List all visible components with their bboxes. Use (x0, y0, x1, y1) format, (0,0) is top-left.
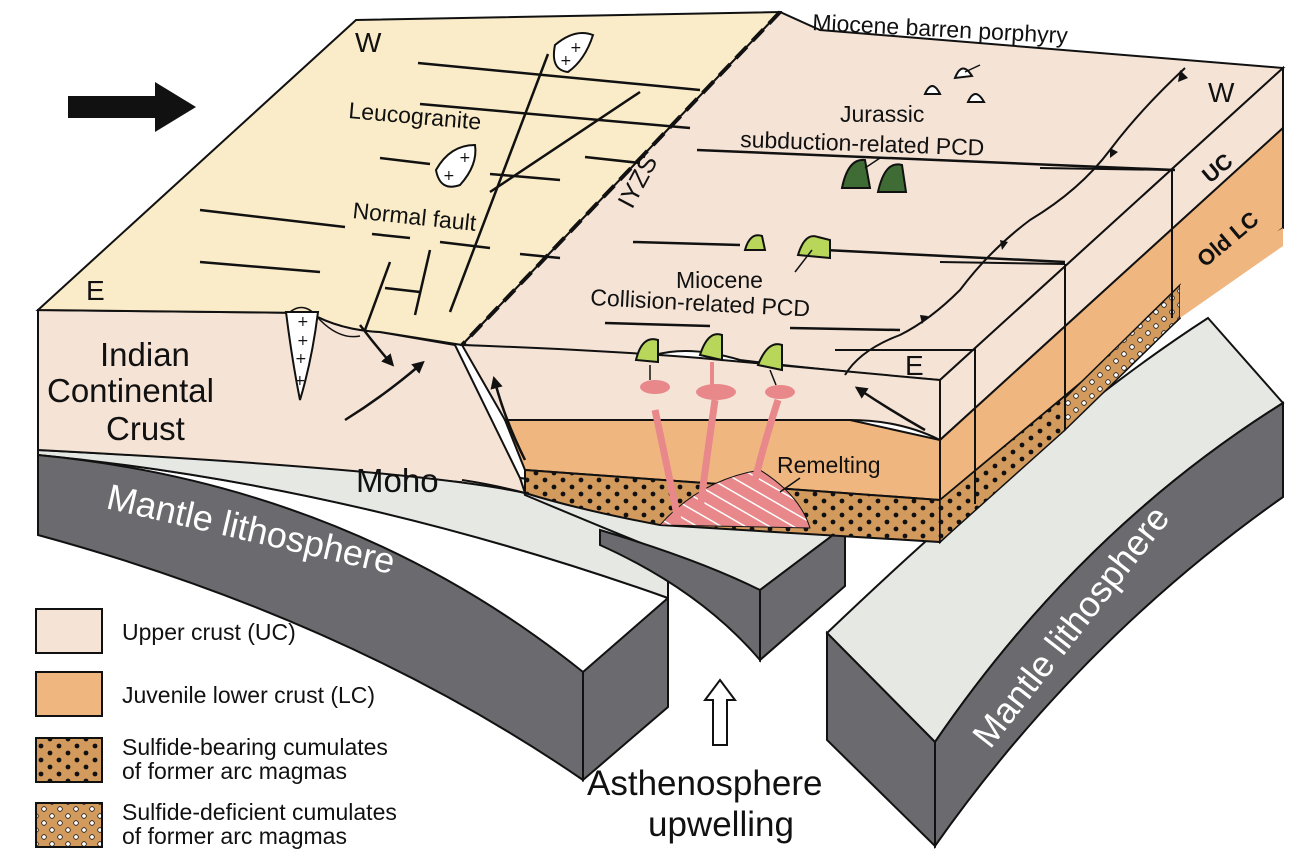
miocene-pcd-bodies (634, 234, 831, 372)
legend-swatch-lower-crust (35, 671, 103, 717)
svg-text:+: + (443, 168, 455, 184)
legend: Upper crust (UC) Juvenile lower crust (L… (35, 608, 397, 849)
thrust-teeth (920, 70, 1188, 324)
iyzs-suture-line (460, 10, 782, 347)
legend-label-sulfide-bearing-2: of former arc magmas (122, 758, 347, 784)
leucogranite-body-2 (434, 143, 477, 188)
fault-slip-arrow-4-icon (854, 386, 926, 432)
leucogranite-bodies: + + + + + + + + (284, 32, 595, 401)
leader-lines (449, 64, 981, 493)
fault-slip-arrow-2-icon (359, 324, 395, 367)
upwelling-arrow-icon (703, 678, 737, 746)
legend-item-lower-crust: Juvenile lower crust (LC) (35, 671, 375, 717)
svg-text:+: + (295, 351, 307, 367)
legend-label-sulfide-deficient-1: Sulfide-deficient cumulates (122, 799, 397, 825)
left-crust-block (35, 10, 783, 495)
label-indian-crust-1: Indian (100, 336, 190, 373)
svg-text:+: + (297, 333, 309, 349)
leucogranite-body-3 (284, 311, 320, 401)
label-indian-crust-2: Continental (47, 372, 214, 409)
label-e-right: E (905, 350, 924, 381)
label-indian-crust-3: Crust (106, 410, 185, 447)
label-moho: Moho (356, 462, 439, 499)
legend-item-sulfide-bearing: Sulfide-bearing cumulates of former arc … (35, 734, 388, 784)
label-w-left: W (355, 27, 382, 58)
svg-text:+: + (570, 40, 582, 56)
convergence-arrow-icon (68, 82, 196, 132)
legend-label-lower-crust: Juvenile lower crust (LC) (122, 682, 375, 708)
right-mantle-slab (825, 316, 1285, 850)
jurassic-pcd-bodies (840, 158, 908, 193)
label-w-right: W (1208, 77, 1235, 108)
remelting-features (640, 362, 811, 529)
legend-swatch-sulfide-deficient (35, 802, 103, 848)
leucogranite-body-1 (552, 32, 595, 74)
motion-arrows (68, 82, 926, 746)
legend-swatch-upper-crust (35, 608, 103, 654)
label-asthenosphere: Asthenosphere (587, 764, 822, 803)
fault-slip-arrow-3-icon (490, 375, 527, 461)
label-jurassic: Jurassic (840, 101, 924, 127)
legend-item-sulfide-deficient: Sulfide-deficient cumulates of former ar… (35, 799, 397, 849)
svg-text:+: + (294, 373, 306, 389)
legend-label-sulfide-deficient-2: of former arc magmas (122, 823, 347, 849)
svg-text:+: + (560, 53, 572, 69)
thrust-fault-line (844, 67, 1186, 376)
barren-porphyry-bodies (923, 67, 986, 103)
moho-line (461, 479, 526, 494)
label-remelting: Remelting (777, 452, 881, 478)
svg-text:+: + (297, 314, 309, 330)
svg-text:+: + (459, 150, 471, 166)
label-upwelling: upwelling (648, 805, 794, 844)
legend-swatch-sulfide-bearing (35, 737, 103, 783)
legend-label-sulfide-bearing-1: Sulfide-bearing cumulates (122, 734, 388, 760)
legend-item-upper-crust: Upper crust (UC) (35, 608, 296, 654)
label-miocene: Miocene (676, 267, 763, 293)
legend-label-upper-crust: Upper crust (UC) (122, 619, 296, 645)
label-e-left: E (86, 275, 105, 306)
fault-slip-arrow-icon (344, 360, 425, 422)
